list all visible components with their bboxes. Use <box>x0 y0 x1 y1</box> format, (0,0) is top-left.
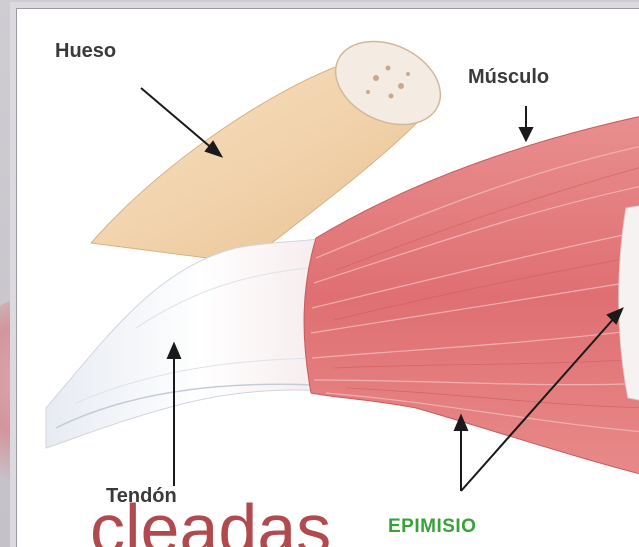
slide-caption: cleadas <box>90 494 331 547</box>
bone-label: Hueso <box>55 40 116 63</box>
muscle-label: Músculo <box>468 66 549 89</box>
bone-arrow <box>141 88 214 150</box>
muscle-arrow-head <box>520 128 532 140</box>
epimysium-label: EPIMISIO <box>388 516 476 538</box>
